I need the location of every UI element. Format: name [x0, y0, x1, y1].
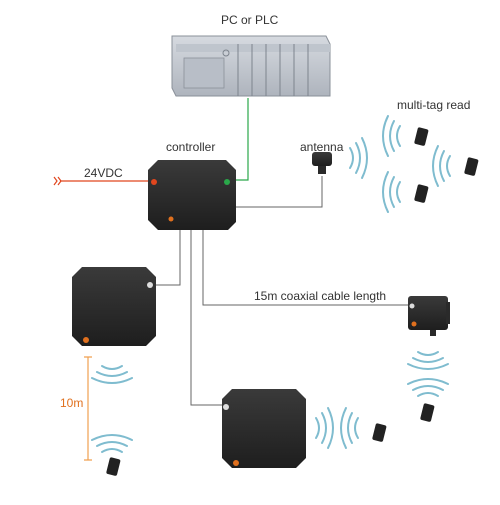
power-port: [151, 179, 157, 185]
label-controller: controller: [166, 140, 216, 154]
label-distance: 10m: [60, 396, 84, 410]
signal-wave-icon: [382, 115, 401, 157]
data-port: [224, 179, 230, 185]
power-line-end: [53, 176, 62, 186]
tag-icon: [414, 127, 429, 146]
brand-dot: [83, 337, 89, 343]
signal-wave-icon: [432, 145, 451, 187]
controller-to-reader-bottom-cable: [190, 230, 226, 406]
brand-dot: [168, 216, 174, 222]
label-power: 24VDC: [84, 166, 123, 180]
label-multi-tag-read: multi-tag read: [397, 98, 471, 112]
signal-wave-icon: [382, 171, 401, 213]
controller-to-antenna-cable: [236, 176, 323, 208]
coaxial-cable: [202, 230, 412, 306]
signal-wave-icon: [349, 137, 368, 179]
tag-icon: [372, 423, 387, 442]
controller-icon: [148, 160, 236, 230]
reader-left-icon: [72, 267, 156, 346]
signal-wave-icon: [407, 351, 449, 370]
brand-dot: [233, 460, 239, 466]
tag-icon: [414, 184, 429, 203]
antenna-icon: [312, 152, 332, 174]
range-indicator: [84, 356, 92, 461]
tag-icon: [420, 403, 435, 422]
signal-waves: [91, 115, 451, 453]
signal-wave-icon: [315, 407, 334, 449]
signal-wave-icon: [91, 434, 133, 453]
reader-bottom-icon: [222, 389, 306, 468]
label-pc-plc: PC or PLC: [221, 13, 279, 27]
reader-small-icon: [408, 296, 450, 336]
connection-lines: [53, 98, 412, 461]
signal-wave-icon: [91, 365, 133, 384]
tag-icons: [106, 127, 479, 476]
signal-wave-icon: [407, 378, 449, 397]
tag-icon: [106, 457, 121, 476]
label-antenna: antenna: [300, 140, 344, 154]
plc-icon: [171, 35, 331, 97]
controller-to-reader-left-cable: [152, 228, 181, 286]
signal-wave-icon: [340, 407, 359, 449]
tag-icon: [464, 157, 479, 176]
label-coax-cable: 15m coaxial cable length: [254, 289, 387, 303]
